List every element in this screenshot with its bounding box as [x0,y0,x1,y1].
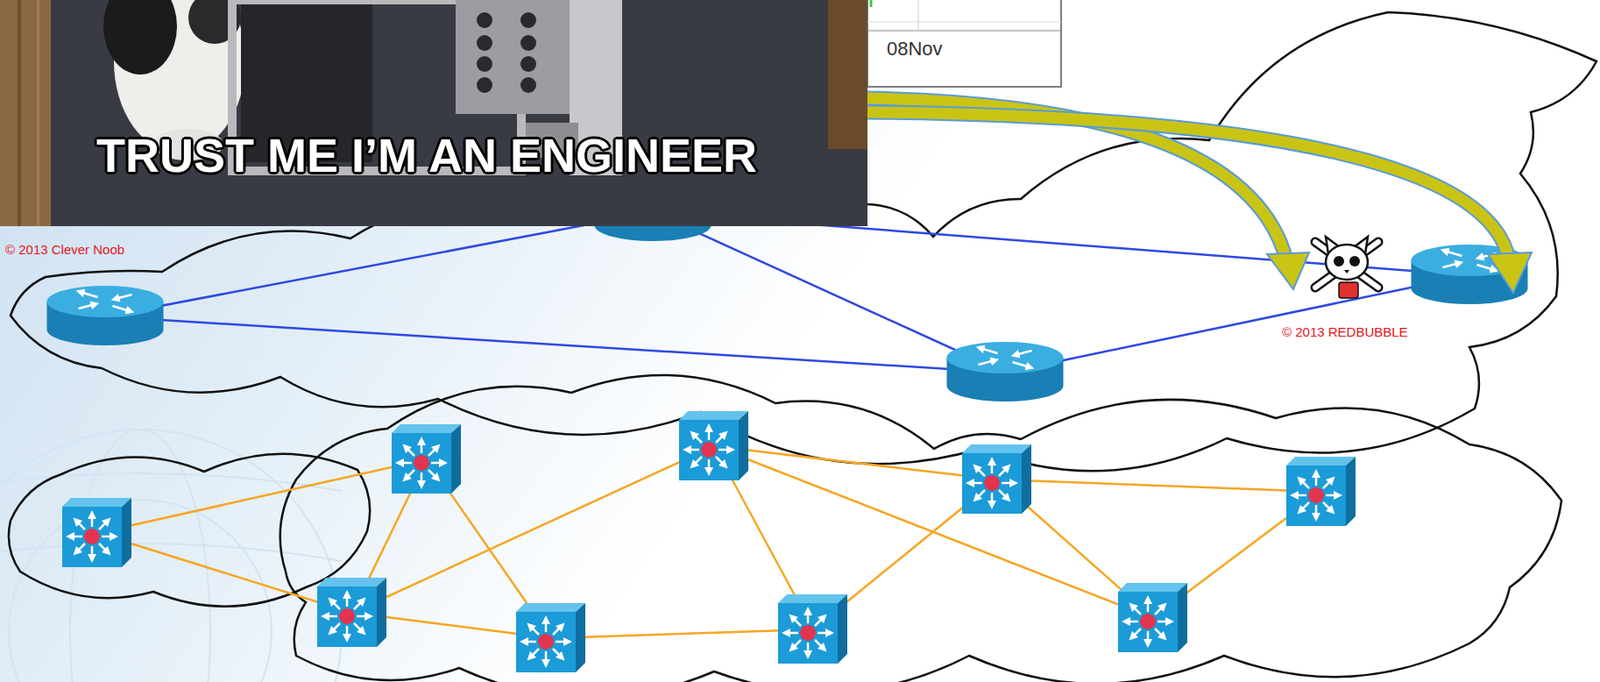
switch-link [97,459,427,533]
globe-pattern [8,499,272,682]
meme-photo [17,0,22,227]
skull-icon [1349,255,1360,267]
chart-axis-label: 08Nov [886,37,943,60]
skull-icon [1315,236,1379,298]
yellow-arrow [1487,252,1532,293]
chart-panel [867,0,1062,87]
yellow-arrow [867,112,1509,260]
router-link [1005,275,1470,373]
meme-photo [0,0,51,227]
switch-icon [679,410,749,481]
switch-icon [391,424,461,494]
switch-icon [317,577,387,647]
skull-icon [1315,241,1379,288]
skull-icon [1344,269,1350,274]
skull-icon [1315,241,1379,288]
switch-icon [1118,582,1188,652]
meme-photo [476,77,493,93]
meme-photo [476,56,493,72]
switch-link [551,629,814,638]
copyright-note: © 2013 REDBUBBLE [1281,324,1409,340]
meme-photo [36,0,40,227]
meme-photo [476,35,493,51]
chart-panel [867,0,1062,87]
chart-panel [867,30,1062,32]
yellow-arrow [867,112,1509,260]
cloud-outline [8,453,370,607]
switch-icons [62,410,1356,673]
copyright-note: © 2013 Clever Noob [5,241,125,257]
switch-icon [962,444,1032,514]
meme-photo [520,12,537,29]
yellow-arrow [1267,252,1310,290]
meme-photo [103,0,177,75]
router-link [105,212,653,317]
meme-photo [828,0,868,149]
skull-icon [1325,244,1368,280]
meme-photo [455,0,570,114]
cloud-outline [280,375,1562,682]
router-link [105,212,1470,373]
skull-icon [1315,241,1379,288]
router-link [105,316,1006,373]
switch-icon [1286,456,1356,526]
meme-photo [476,12,493,29]
switch-icon [62,497,132,567]
switch-icon [516,602,586,673]
meme-photo [476,12,537,93]
meme-photo [520,35,537,51]
chart-panel [918,0,920,31]
switch-icon [778,594,848,664]
chart-panel [867,21,1062,23]
switch-link [97,532,353,613]
meme-photo [520,77,537,93]
skull-icon [1315,241,1379,288]
chart-panel [870,0,873,8]
switch-link [997,479,1322,492]
router-icon [47,285,164,346]
skull-icon [1338,282,1359,298]
meme-photo [520,56,537,72]
yellow-arrow [867,98,1532,293]
meme-photo [0,0,868,227]
router-icon [947,341,1064,402]
globe-pattern [0,543,342,561]
meme-caption: TRUST ME I’M AN ENGINEER [96,127,758,183]
skull-icon [1333,255,1345,267]
